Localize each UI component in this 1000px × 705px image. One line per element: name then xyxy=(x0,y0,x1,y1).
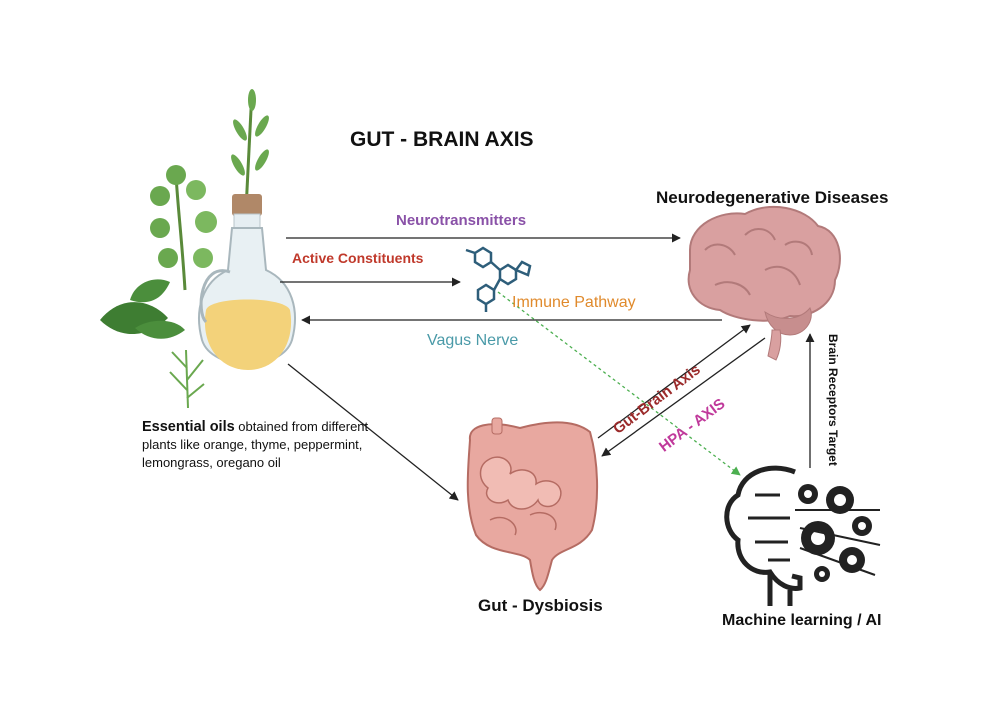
brain-icon xyxy=(687,205,841,361)
gut-brain-axis-arrow xyxy=(597,324,751,439)
essential-oils-title: Essential oils xyxy=(142,419,235,435)
hpa-axis-arrow xyxy=(601,337,766,457)
oil-to-gut-arrow xyxy=(287,363,459,501)
molecule-icon xyxy=(465,246,532,312)
oil-bottle-icon xyxy=(198,194,296,370)
essential-oils-caption: Essential oils obtained from different p… xyxy=(142,418,402,472)
intestine-icon xyxy=(466,417,599,592)
active-constituents-label: Active Constituents xyxy=(292,250,424,266)
plant-icon xyxy=(100,89,269,409)
ai-head-gears-icon xyxy=(724,465,881,606)
gut-dysbiosis-label: Gut - Dysbiosis xyxy=(478,596,603,615)
neurodegenerative-label: Neurodegenerative Diseases xyxy=(656,188,889,207)
essential-oils-description: obtained from different plants like oran… xyxy=(142,419,369,470)
brain-receptors-label: Brain Receptors Target xyxy=(826,334,840,466)
vagus-nerve-label: Vagus Nerve xyxy=(427,332,519,349)
machine-learning-label: Machine learning / AI xyxy=(722,612,882,629)
diagram-title: GUT - BRAIN AXIS xyxy=(350,128,534,151)
immune-pathway-label: Immune Pathway xyxy=(512,294,636,311)
neurotransmitters-label: Neurotransmitters xyxy=(396,212,527,229)
immune-pathway-arrow xyxy=(497,291,741,476)
